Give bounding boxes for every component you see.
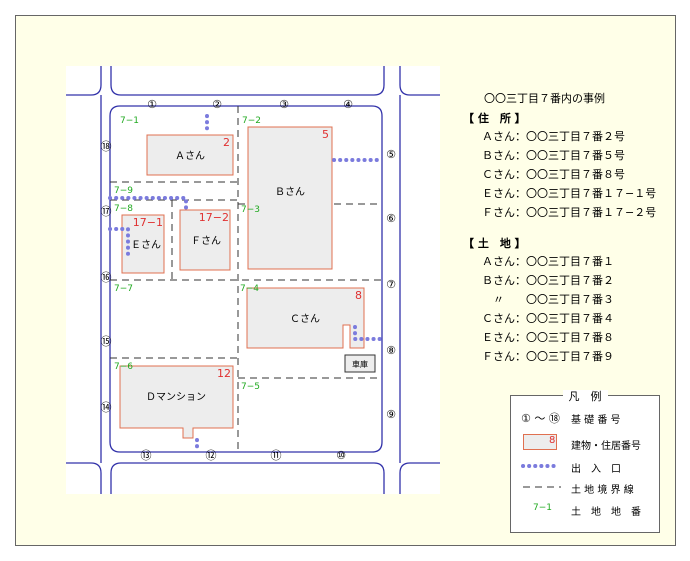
base-number: ⑩	[336, 449, 346, 462]
base-number: ⑨	[386, 408, 396, 421]
road-curb	[399, 66, 440, 96]
legend-lot-sample: 7−1	[533, 503, 552, 513]
land-row: Ｂさん：〇〇三丁目７番２	[482, 274, 614, 287]
land-row: Ｅさん：〇〇三丁目７番８	[482, 331, 614, 344]
base-number: ⑰	[101, 205, 112, 218]
legend-base-label: 基 礎 番 号	[571, 415, 621, 426]
lot-number: 7−5	[241, 382, 260, 392]
legend-title: 凡 例	[562, 390, 608, 403]
lot-number: 7−9	[114, 186, 133, 196]
building-d	[119, 365, 234, 439]
building-f-number: 17−2	[199, 211, 229, 224]
entrance-c	[353, 325, 384, 341]
road-curb	[110, 462, 385, 494]
building-f-name: Ｆさん	[191, 235, 221, 247]
building-c-name: Ｃさん	[290, 313, 320, 325]
block-outline	[109, 105, 383, 453]
base-number: ⑮	[101, 335, 112, 348]
entrance-e	[108, 227, 130, 258]
legend-boundary-sample	[523, 486, 561, 488]
lot-number: 7−7	[114, 284, 133, 294]
legend-lot-label: 土 地 地 番	[571, 507, 641, 518]
legend-building-number: 8	[549, 435, 556, 446]
lot-number: 7−8	[114, 204, 133, 214]
address-row: Ｂさん：〇〇三丁目７番５号	[482, 149, 625, 162]
road-curb	[399, 462, 440, 494]
legend-entrance-sample	[521, 464, 561, 468]
building-b-name: Ｂさん	[275, 186, 305, 198]
base-number: ⑫	[206, 449, 217, 462]
building-c-number: 8	[355, 289, 362, 302]
example-title: 〇〇三丁目７番内の事例	[484, 92, 605, 105]
building-f	[179, 209, 231, 271]
base-number: ⑭	[101, 401, 112, 414]
road-lines	[66, 66, 440, 494]
building-c	[246, 287, 365, 349]
legend-entrance-label: 出 入 口	[571, 464, 621, 475]
legend-base-range: ① 〜 ⑱	[521, 412, 560, 425]
entrance-f	[108, 196, 188, 210]
legend-boundary-label: 土 地 境 界 線	[571, 485, 634, 496]
legend: 凡 例 ① 〜 ⑱ 基 礎 番 号 8 建物・住居番号 出 入 口 土 地 境 …	[510, 390, 660, 533]
lot-number: 7−3	[241, 205, 260, 215]
garage-label: 車庫	[352, 359, 368, 369]
base-number: ③	[279, 98, 289, 111]
building-d-number: 12	[217, 367, 231, 380]
building-a-number: 2	[223, 136, 230, 149]
road-curb	[110, 66, 385, 96]
buildings	[119, 126, 365, 439]
garage	[344, 354, 376, 373]
land-header: 【 土 地 】	[463, 237, 526, 250]
building-e-number: 17−1	[133, 216, 163, 229]
building-b-number: 5	[322, 128, 329, 141]
lot-number: 7−4	[240, 284, 259, 294]
lot-number: 7−6	[114, 362, 133, 372]
address-header: 【 住 所 】	[463, 112, 526, 125]
land-row: 〃 〇〇三丁目７番３	[482, 293, 614, 306]
base-number: ⑦	[386, 278, 396, 291]
building-d-name: Ｄマンション	[146, 392, 206, 403]
base-number: ⑥	[386, 212, 396, 225]
building-a	[146, 134, 234, 176]
legend-building-label: 建物・住居番号	[571, 441, 641, 452]
base-number: ④	[343, 98, 353, 111]
entrances	[108, 114, 384, 454]
base-number: ①	[147, 98, 157, 111]
land-row: Ａさん：〇〇三丁目７番１	[482, 255, 614, 268]
land-row: Ｆさん：〇〇三丁目７番９	[482, 350, 614, 363]
base-number: ⑪	[271, 449, 282, 462]
building-e	[121, 214, 165, 274]
building-a-name: Ａさん	[175, 150, 205, 162]
base-number: ⑬	[141, 449, 152, 462]
address-row: Ｆさん：〇〇三丁目７番１７−２号	[482, 206, 657, 219]
building-b	[247, 126, 333, 270]
base-number: ②	[212, 98, 222, 111]
lot-number: 7−1	[120, 116, 139, 126]
base-number: ⑯	[101, 271, 112, 284]
address-row: Ｅさん：〇〇三丁目７番１７−１号	[482, 187, 657, 200]
building-e-name: Ｅさん	[131, 239, 161, 251]
legend-building-swatch	[523, 434, 557, 450]
land-row: Ｃさん：〇〇三丁目７番４	[482, 312, 614, 325]
road-curb	[66, 66, 102, 96]
base-number: ⑧	[386, 344, 396, 357]
base-number: ⑱	[101, 140, 112, 153]
road-curb	[66, 462, 102, 494]
lot-number: 7−2	[242, 116, 261, 126]
base-number: ⑤	[386, 148, 396, 161]
address-row: Ａさん：〇〇三丁目７番２号	[482, 130, 625, 143]
address-row: Ｃさん：〇〇三丁目７番８号	[482, 168, 625, 181]
